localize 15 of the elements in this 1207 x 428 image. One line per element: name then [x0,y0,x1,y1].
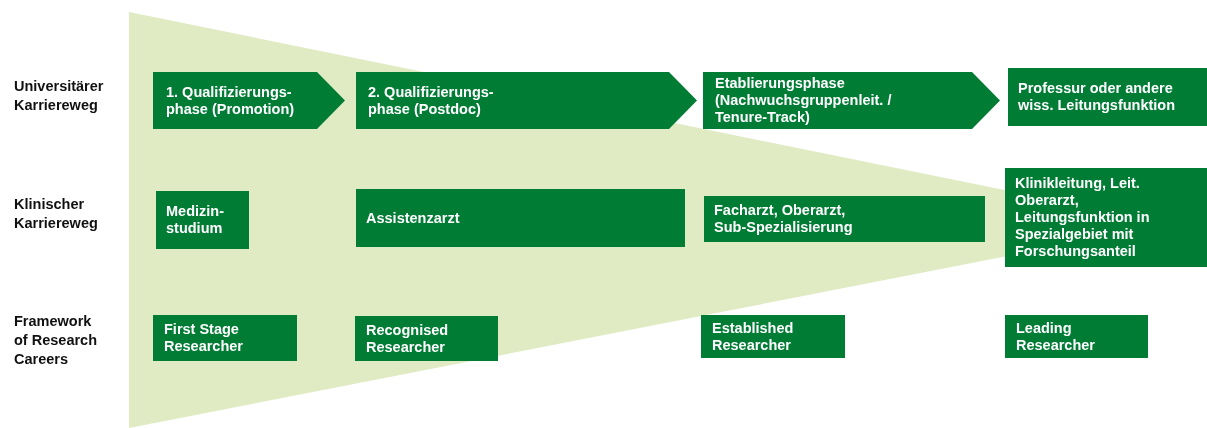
career-stage-box: Facharzt, Oberarzt, Sub-Spezialisierung [704,196,985,242]
row-label: Klinischer Karriereweg [14,195,99,233]
career-stage-box: Assistenzarzt [356,189,685,247]
phase-box: Etablierungsphase (Nachwuchsgruppenleit. / Tenure-Track) [703,72,1000,129]
career-stage-box: Medizin- studium [156,191,249,249]
career-stage-box: Professur oder andere wiss. Leitungsfunktion [1008,68,1207,126]
row-label: Framework of Research Careers [14,312,98,369]
career-stage-box: Established Researcher [701,315,845,358]
phase-box: 1. Qualifizierungs- phase (Promotion) [153,72,345,129]
career-stage-box: Klinikleitung, Leit. Oberarzt, Leitungsfunktion in Spezialgebiet mit Forschungsanteil [1005,168,1207,267]
career-stage-box: Leading Researcher [1005,315,1148,358]
row-label: Universitärer Karriereweg [14,77,105,115]
career-stage-box: Recognised Researcher [355,316,498,361]
phase-box: 2. Qualifizierungs- phase (Postdoc) [356,72,697,129]
career-stage-box: First Stage Researcher [153,315,297,361]
